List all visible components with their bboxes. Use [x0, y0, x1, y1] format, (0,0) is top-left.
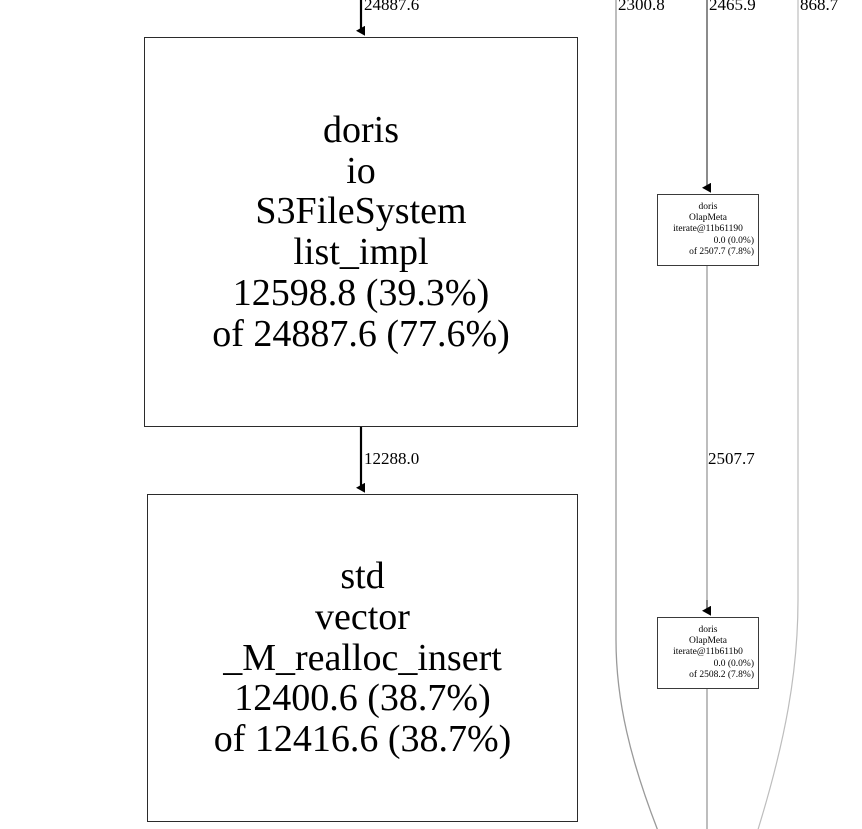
edge-label-s3filesystem-to-realloc: 12288.0	[364, 449, 420, 468]
node-line-cumulative: of 24887.6 (77.6%)	[212, 312, 510, 355]
node-line-cumulative: of 2507.7 (7.8%)	[689, 246, 754, 257]
node-line-function: iterate@11b611b0	[673, 647, 743, 658]
edge-label-top-middle: 2465.9	[709, 0, 756, 14]
node-line-function: list_impl	[293, 231, 429, 273]
node-line-class: S3FileSystem	[255, 190, 467, 233]
node-line-flat: 12400.6 (38.7%)	[234, 677, 491, 720]
node-line-flat: 12598.8 (39.3%)	[232, 271, 490, 314]
graph-node-olapmeta-iterate-11b611b0[interactable]: doris OlapMeta iterate@11b611b0 0.0 (0.0…	[657, 617, 759, 689]
node-line-function: iterate@11b61190	[673, 224, 743, 235]
node-line-cumulative: of 12416.6 (38.7%)	[213, 718, 512, 761]
node-line-namespace: vector	[315, 595, 410, 638]
edge-label-top-main: 24887.6	[364, 0, 420, 14]
node-line-class: OlapMeta	[689, 213, 727, 224]
node-line-namespace: io	[346, 149, 376, 192]
node-line-flat: 0.0 (0.0%)	[713, 235, 754, 246]
edge-label-top-left: 2300.8	[618, 0, 665, 14]
edge-passthrough-right	[757, 0, 799, 829]
edge-passthrough-left	[615, 0, 658, 829]
node-line-package: doris	[698, 624, 718, 635]
graph-node-s3filesystem-list-impl[interactable]: doris io S3FileSystem list_impl 12598.8 …	[144, 37, 578, 427]
graph-node-olapmeta-iterate-11b61190[interactable]: doris OlapMeta iterate@11b61190 0.0 (0.0…	[657, 194, 759, 266]
node-line-package: doris	[698, 201, 718, 212]
edge-label-top-right: 868.7	[800, 0, 839, 14]
edge-label-olapmeta-middle: 2507.7	[708, 449, 755, 468]
node-line-package: std	[340, 555, 385, 598]
node-line-function: _M_realloc_insert	[223, 636, 502, 679]
node-line-class: OlapMeta	[689, 636, 727, 647]
node-line-package: doris	[323, 108, 399, 151]
node-line-flat: 0.0 (0.0%)	[713, 658, 754, 669]
node-line-cumulative: of 2508.2 (7.8%)	[689, 669, 754, 680]
graph-node-std-vector-m-realloc-insert[interactable]: std vector _M_realloc_insert 12400.6 (38…	[147, 494, 578, 822]
